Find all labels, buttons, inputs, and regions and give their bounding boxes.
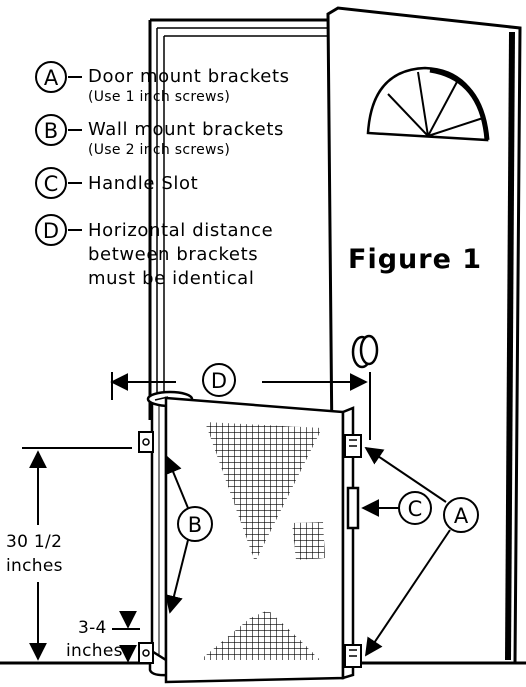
legend-badge-b: B [44, 119, 58, 143]
door-window-icon [366, 66, 490, 142]
dimension-height [22, 447, 132, 661]
legend-note-b: (Use 2 inch screws) [88, 142, 230, 158]
dimension-offset [112, 610, 140, 663]
legend-item-a: A Door mount brackets (Use 1 inch screws… [35, 61, 290, 105]
legend-item-d: D Horizontal distance between brackets m… [35, 214, 273, 289]
legend-label-c: Handle Slot [88, 173, 198, 194]
legend: A Door mount brackets (Use 1 inch screws… [35, 61, 290, 289]
figure-title: Figure 1 [348, 244, 482, 275]
safety-gate [138, 390, 362, 684]
offset-unit: inches [66, 641, 123, 661]
callout-c-group [361, 491, 432, 525]
callout-a-group [364, 446, 479, 657]
callout-c: C [408, 497, 423, 521]
legend-label-b: Wall mount brackets [88, 119, 284, 140]
legend-badge-d: D [43, 219, 59, 243]
dimension-d [110, 363, 371, 440]
height-unit: inches [6, 556, 63, 576]
offset-value: 3-4 [78, 618, 107, 638]
door-knob-icon [351, 334, 379, 369]
callout-d: D [211, 369, 227, 393]
height-value: 30 1/2 [6, 532, 62, 552]
legend-note-a: (Use 1 inch screws) [88, 89, 230, 105]
legend-item-c: C Handle Slot [35, 167, 198, 199]
legend-badge-a: A [44, 66, 59, 90]
callout-b-group [164, 455, 213, 614]
callout-b: B [188, 513, 202, 537]
legend-label-d-line2: between brackets [88, 244, 258, 265]
callout-a: A [454, 504, 469, 528]
legend-badge-c: C [44, 172, 59, 196]
legend-label-d-line3: must be identical [88, 268, 254, 289]
legend-label-d-line1: Horizontal distance [88, 220, 273, 241]
legend-label-a: Door mount brackets [88, 66, 290, 87]
legend-item-b: B Wall mount brackets (Use 2 inch screws… [35, 114, 284, 158]
mesh-middle [292, 522, 325, 560]
mesh-lower [200, 610, 320, 660]
mesh-upper [205, 422, 322, 562]
